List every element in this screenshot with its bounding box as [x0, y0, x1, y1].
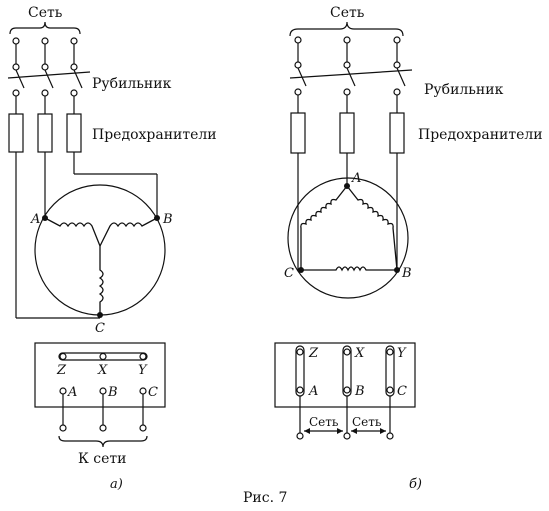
switch-bar-right — [289, 69, 413, 79]
sublabel-b: б) — [409, 477, 422, 492]
label-a-delta: A — [351, 171, 361, 186]
terminal-a-delta: A — [308, 384, 318, 399]
phase-wire-right-1 — [290, 36, 307, 270]
node-a-delta — [344, 183, 350, 189]
to-net-brace — [58, 435, 148, 448]
figure-caption: Рис. 7 — [243, 490, 287, 506]
terminal-c-star: C — [148, 385, 158, 400]
phase-wire-right-2 — [339, 36, 356, 186]
net-brace-right — [289, 21, 404, 37]
terminal-b-star: B — [107, 385, 118, 400]
net-label-right: Сеть — [330, 5, 365, 21]
node-c-delta — [298, 267, 304, 273]
to-net-label: К сети — [78, 451, 127, 467]
net-label-left: Сеть — [28, 5, 63, 21]
label-a-star: A — [30, 212, 40, 227]
switch-bar-left — [7, 71, 91, 79]
terminal-c-delta: C — [397, 384, 407, 399]
terminal-z-delta: Z — [308, 346, 319, 361]
fuses-label-left: Предохранители — [92, 127, 217, 143]
star-connection-diagram: Сеть — [7, 5, 217, 492]
winding-c-star — [98, 246, 104, 315]
phase-wire-left-3 — [66, 37, 158, 218]
phase-wire-right-3 — [389, 36, 406, 270]
winding-ab-delta — [346, 185, 398, 271]
phase-wire-left-1 — [8, 37, 100, 319]
terminal-b-delta: B — [354, 384, 365, 399]
sublabel-a: а) — [110, 477, 123, 492]
terminal-z-star: Z — [56, 363, 67, 378]
switch-label-right: Рубильник — [424, 82, 504, 98]
winding-b-star — [99, 217, 158, 247]
delta-connection-diagram: Сеть — [274, 5, 543, 492]
label-c-delta: C — [284, 266, 294, 281]
terminal-y-delta: Y — [397, 346, 407, 361]
node-b-delta — [394, 267, 400, 273]
terminal-x-star: X — [97, 363, 108, 378]
switch-label-left: Рубильник — [92, 76, 172, 92]
node-c-star — [97, 312, 103, 318]
node-b-star — [154, 215, 160, 221]
terminal-y-star: Y — [138, 363, 148, 378]
winding-ca-delta — [300, 185, 348, 270]
node-a-star — [42, 215, 48, 221]
label-b-star: B — [162, 212, 173, 227]
label-c-star: C — [95, 321, 105, 336]
winding-bc-delta — [301, 266, 397, 272]
terminal-x-delta: X — [354, 346, 365, 361]
motor-circle-right — [287, 177, 409, 299]
net-small-label-1: Сеть — [309, 415, 339, 429]
terminal-a-star: A — [67, 385, 77, 400]
winding-a-star — [44, 217, 101, 247]
net-small-label-2: Сеть — [352, 415, 382, 429]
label-b-delta: B — [401, 266, 412, 281]
phase-wire-left-2 — [37, 37, 54, 218]
fuses-label-right: Предохранители — [418, 127, 543, 143]
net-brace-left — [9, 21, 81, 35]
